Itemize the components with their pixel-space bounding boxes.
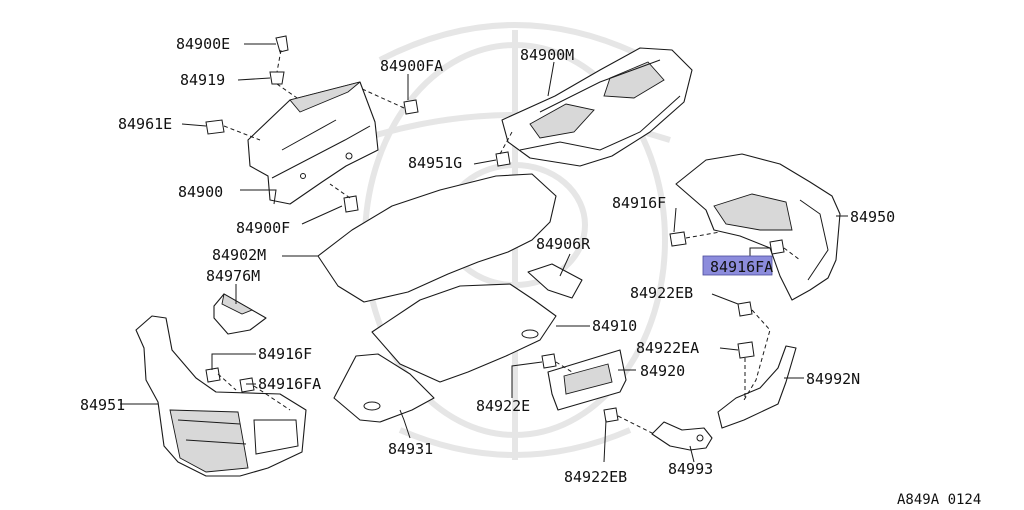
label-84919[interactable]: 84919: [180, 71, 225, 89]
label-84900E[interactable]: 84900E: [176, 35, 230, 53]
part-84900M-panel: [501, 47, 693, 167]
label-84900FA[interactable]: 84900FA: [380, 57, 443, 75]
clip-84916F-left: [205, 367, 221, 383]
clip-84951G: [495, 151, 511, 167]
part-84976M-block: [213, 293, 267, 335]
label-84902M[interactable]: 84902M: [212, 246, 266, 264]
clip-84900F: [343, 195, 359, 213]
alignment-lines: [217, 49, 801, 435]
part-84920-panel: [547, 349, 627, 411]
label-84961E[interactable]: 84961E: [118, 115, 172, 133]
label-84916F-top[interactable]: 84916F: [612, 194, 666, 212]
label-84951[interactable]: 84951: [80, 396, 125, 414]
clip-84916FA-top: [769, 239, 785, 255]
clip-84919: [269, 71, 285, 85]
clip-84916F-top: [669, 231, 687, 247]
part-84910-mat: [371, 283, 557, 383]
label-84922E[interactable]: 84922E: [476, 397, 530, 415]
fasteners: [205, 35, 785, 423]
clip-84922EB-top: [737, 301, 753, 317]
highlight-box: [702, 255, 773, 276]
part-84906R-pad: [527, 263, 583, 299]
part-labels: 84900E 84919 84961E 84900FA 84900M 84951…: [80, 35, 895, 486]
part-84950-side-trim: [675, 153, 841, 301]
label-84900M[interactable]: 84900M: [520, 46, 574, 64]
label-84910[interactable]: 84910: [592, 317, 637, 335]
label-84916FA-left[interactable]: 84916FA: [258, 375, 321, 393]
diagram-id: A849A 0124: [897, 492, 981, 508]
label-84916F-left[interactable]: 84916F: [258, 345, 312, 363]
clip-84900FA: [403, 99, 419, 115]
label-84992N[interactable]: 84992N: [806, 370, 860, 388]
label-84931[interactable]: 84931: [388, 440, 433, 458]
label-84916FA-highlight[interactable]: 84916FA: [710, 258, 773, 276]
clip-84922EB-bottom: [603, 407, 619, 423]
part-84931-cover: [333, 353, 435, 423]
label-84993[interactable]: 84993: [668, 460, 713, 478]
label-84950[interactable]: 84950: [850, 208, 895, 226]
label-84951G[interactable]: 84951G: [408, 154, 462, 172]
label-84976M[interactable]: 84976M: [206, 267, 260, 285]
label-84900[interactable]: 84900: [178, 183, 223, 201]
part-84951-side-trim: [135, 315, 307, 477]
part-84902M-floor-mat: [317, 173, 557, 303]
clip-84922EA: [737, 341, 755, 359]
label-84922EB-top[interactable]: 84922EB: [630, 284, 693, 302]
label-84920[interactable]: 84920: [640, 362, 685, 380]
label-84900F[interactable]: 84900F: [236, 219, 290, 237]
label-84922EB-bottom[interactable]: 84922EB: [564, 468, 627, 486]
part-84993-bracket: [651, 421, 713, 451]
part-84900-trim-box: [247, 81, 379, 205]
leader-lines: [120, 43, 848, 463]
part-84992N-strip: [717, 345, 797, 429]
clip-84961E: [205, 119, 225, 135]
label-84922EA[interactable]: 84922EA: [636, 339, 699, 357]
label-84906R[interactable]: 84906R: [536, 235, 591, 253]
clip-84900E: [275, 35, 289, 53]
clip-84916FA-left: [239, 377, 255, 393]
clip-84922E: [541, 353, 557, 369]
